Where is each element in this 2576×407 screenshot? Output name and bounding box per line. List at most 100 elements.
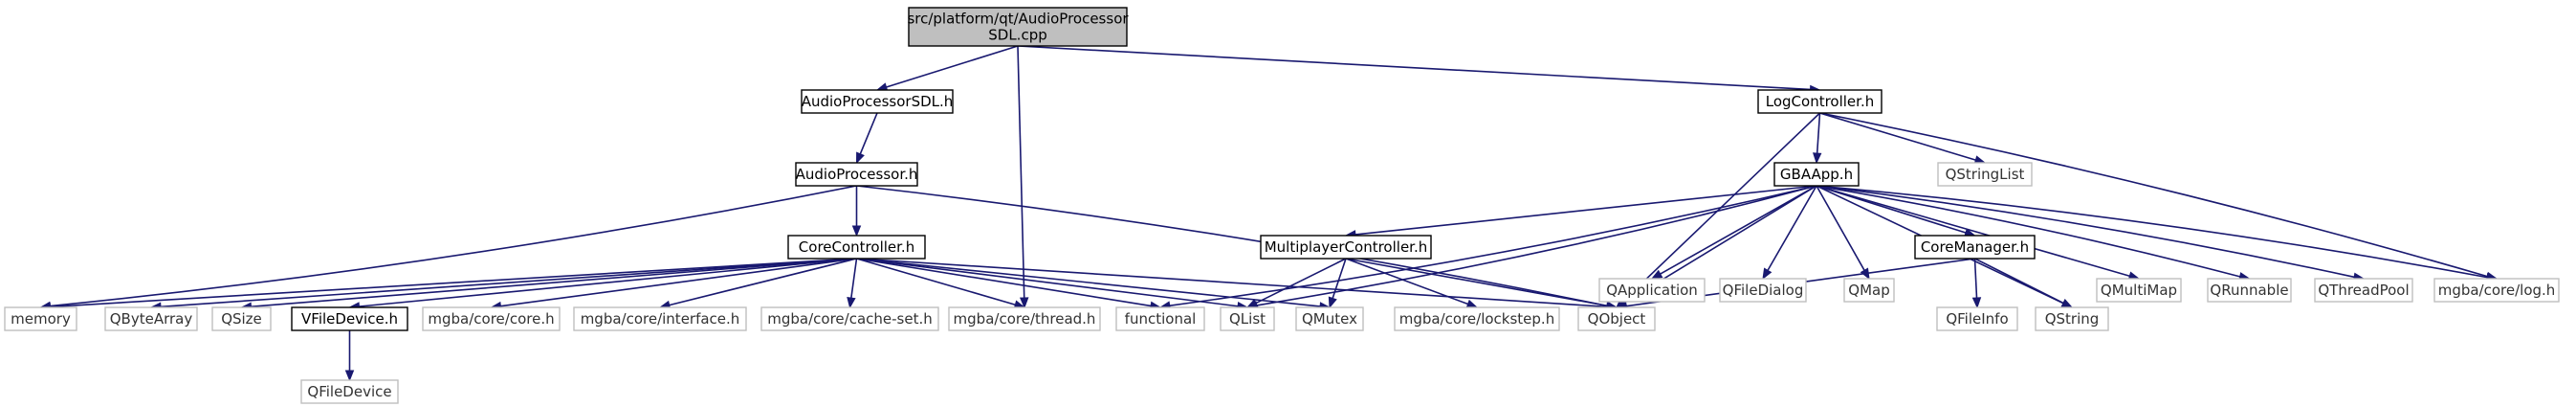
edge-gbaapp-to-mpc (1344, 185, 1817, 239)
node-box (908, 7, 1128, 47)
edge-line (1354, 185, 1817, 236)
node-label: QByteArray (110, 310, 193, 328)
node-box (291, 306, 408, 331)
edge-arrowhead (855, 151, 865, 165)
node-label: QThreadPool (2318, 282, 2409, 299)
edge-line (859, 112, 878, 155)
node-qstring: QString (2035, 306, 2109, 331)
node-label: MultiplayerController.h (1265, 238, 1428, 256)
edge-corec-to-corecacheset (847, 258, 858, 309)
node-label: QList (1229, 310, 1266, 328)
node-box (1115, 306, 1205, 331)
node-box (2035, 306, 2109, 331)
edge-line (1017, 45, 1025, 299)
node-logc[interactable]: LogController.h (1757, 89, 1882, 114)
node-box (1598, 278, 1706, 303)
edge-line (856, 258, 1321, 307)
edge-line (1255, 258, 1347, 305)
edge-corem-to-qfileinfo (1971, 258, 1982, 309)
node-memory: memory (4, 306, 77, 331)
node-label: memory (11, 310, 71, 328)
edge-line (669, 258, 857, 306)
node-box (2433, 278, 2560, 303)
node-corethread: mgba/core/thread.h (948, 306, 1101, 331)
node-qfiledialog: QFileDialog (1719, 278, 1807, 303)
node-mpc[interactable]: MultiplayerController.h (1260, 235, 1432, 260)
node-label: mgba/core/interface.h (581, 310, 740, 328)
edge-line (1660, 185, 1817, 275)
node-label: QString (2045, 310, 2100, 328)
node-box (1937, 162, 2033, 187)
edge-arrowhead (1762, 267, 1772, 281)
node-label: QMutex (1302, 310, 1357, 328)
edge-line (1017, 45, 1811, 91)
node-qfileinfo: QFileInfo (1936, 306, 2018, 331)
node-box (104, 306, 198, 331)
node-box (1773, 162, 1860, 187)
edge-mpc-to-qobject (1345, 258, 1618, 310)
edge-line (359, 258, 857, 307)
edge-apsdl-to-ap (855, 112, 878, 165)
node-box (1394, 306, 1560, 331)
node-label: QMultiMap (2101, 282, 2177, 299)
edge-arrowhead (1650, 269, 1663, 280)
node-box (1719, 278, 1807, 303)
node-qbytearray: QByteArray (104, 306, 198, 331)
node-gbaapp[interactable]: GBAApp.h (1773, 162, 1860, 187)
node-corem[interactable]: CoreManager.h (1914, 235, 2036, 260)
node-box (1936, 306, 2018, 331)
edge-corec-to-corethread (856, 258, 1026, 309)
edge-line (1345, 258, 1468, 305)
edge-line (856, 258, 1239, 307)
edge-corec-to-qsize (240, 258, 857, 311)
node-label: LogController.h (1766, 93, 1874, 110)
node-box (4, 306, 77, 331)
node-label: QRunnable (2210, 282, 2288, 299)
node-label: mgba/core/log.h (2438, 282, 2556, 299)
edges-layer (39, 45, 2499, 382)
node-box (948, 306, 1101, 331)
edge-line (1816, 112, 1821, 154)
node-label: QStringList (1946, 166, 2025, 183)
node-vfiledevice[interactable]: VFileDevice.h (291, 306, 408, 331)
node-label: mgba/core/lockstep.h (1399, 310, 1554, 328)
node-ap[interactable]: AudioProcessor.h (795, 162, 918, 187)
node-box (2314, 278, 2413, 303)
node-box (2096, 278, 2182, 303)
node-label: QApplication (1606, 282, 1698, 299)
edge-line (1345, 258, 1608, 307)
node-root[interactable]: src/platform/qt/AudioProcessorSDL.cpp (907, 7, 1129, 47)
edge-arrowhead (1465, 299, 1479, 308)
node-box (211, 306, 272, 331)
edge-corem-to-qstring (1974, 258, 2074, 308)
node-box (760, 306, 939, 331)
node-qsize: QSize (211, 306, 272, 331)
node-qmultimap: QMultiMap (2096, 278, 2182, 303)
edge-vfiledevice-to-qfiledevice (344, 329, 355, 382)
node-qmap: QMap (1843, 278, 1895, 303)
edge-line (1332, 258, 1347, 299)
edge-line (50, 258, 857, 308)
node-label: SDL.cpp (988, 27, 1047, 44)
node-coreinterface: mgba/core/interface.h (573, 306, 747, 331)
edge-line (856, 258, 1016, 305)
node-label: QFileDevice (307, 383, 391, 400)
edge-mpc-to-corelockstep (1345, 258, 1479, 308)
node-qobject: QObject (1577, 306, 1656, 331)
edge-line (856, 258, 1608, 308)
edge-line (160, 258, 857, 308)
edge-line (50, 185, 857, 307)
node-box (1577, 306, 1656, 331)
node-label: mgba/core/thread.h (954, 310, 1096, 328)
node-corec[interactable]: CoreController.h (787, 235, 926, 260)
node-qapplication: QApplication (1598, 278, 1706, 303)
edge-arrowhead (1812, 152, 1822, 165)
node-box (1914, 235, 2036, 260)
node-box (801, 89, 954, 114)
edge-arrowhead (1328, 296, 1337, 309)
node-apsdl[interactable]: AudioProcessorSDL.h (801, 89, 954, 114)
edge-arrowhead (847, 296, 856, 309)
node-box (1260, 235, 1432, 260)
node-box (573, 306, 747, 331)
node-box (2207, 278, 2292, 303)
